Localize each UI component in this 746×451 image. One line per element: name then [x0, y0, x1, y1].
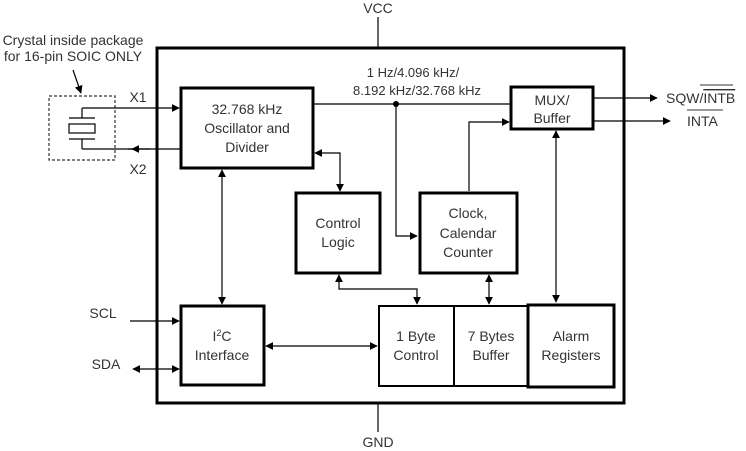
- clock-line2: Calendar: [440, 225, 497, 241]
- control-logic-line2: Logic: [321, 234, 354, 250]
- gnd-label: GND: [362, 434, 393, 450]
- alarm-line1: Alarm: [553, 328, 590, 344]
- inta-label: INTA: [687, 113, 719, 129]
- i2c-line1: I2C: [212, 328, 231, 344]
- chip-outline: [155, 46, 626, 405]
- crystal-note-line1: Crystal inside package: [3, 32, 144, 48]
- alarm-registers-block: [526, 303, 616, 389]
- bytes-buffer-line1: 7 Bytes: [468, 328, 515, 344]
- bytes-buffer-line2: Buffer: [472, 347, 509, 363]
- byte-control-block: [378, 305, 455, 387]
- oscillator-line1: 32.768 kHz: [212, 101, 283, 117]
- x1-label: X1: [129, 89, 146, 105]
- control-logic-line1: Control: [315, 215, 360, 231]
- byte-control-line2: Control: [393, 347, 438, 363]
- osc-control-wire: [314, 149, 344, 192]
- mux-line1: MUX/: [535, 92, 570, 108]
- x2-label: X2: [129, 161, 146, 177]
- scl-label: SCL: [89, 305, 116, 321]
- clock-line3: Counter: [443, 244, 493, 260]
- oscillator-divider-block: [179, 86, 315, 170]
- crystal-icon: [68, 108, 96, 149]
- vcc-label: VCC: [363, 0, 393, 16]
- control-logic-block: [294, 191, 382, 275]
- mux-line2: Buffer: [533, 110, 570, 126]
- i2c-line2: Interface: [195, 347, 250, 363]
- byte-control-line1: 1 Byte: [396, 328, 436, 344]
- sda-label: SDA: [92, 356, 121, 372]
- crystal-package-box: [48, 95, 116, 161]
- mux-buffer-block: [509, 85, 595, 131]
- freq-to-clock-wire: [395, 104, 418, 240]
- bytes-buffer-block: [453, 305, 529, 387]
- freq-label-line1: 1 Hz/4.096 kHz/: [367, 65, 460, 80]
- oscillator-line3: Divider: [225, 139, 269, 155]
- oscillator-line2: Oscillator and: [204, 120, 290, 136]
- clock-line1: Clock,: [449, 205, 488, 221]
- crystal-note-line2: for 16-pin SOIC ONLY: [4, 48, 143, 64]
- crystal-note-arrow: [72, 69, 83, 94]
- freq-label-line2: 8.192 kHz/32.768 kHz: [353, 83, 481, 98]
- control-byte-wire: [335, 274, 421, 305]
- i2c-interface-block: [179, 304, 266, 387]
- sqw-intb-label: SQW/INTB: [666, 90, 735, 106]
- alarm-line2: Registers: [541, 347, 600, 363]
- clock-to-mux-wire: [468, 118, 510, 191]
- clock-calendar-block: [418, 191, 519, 275]
